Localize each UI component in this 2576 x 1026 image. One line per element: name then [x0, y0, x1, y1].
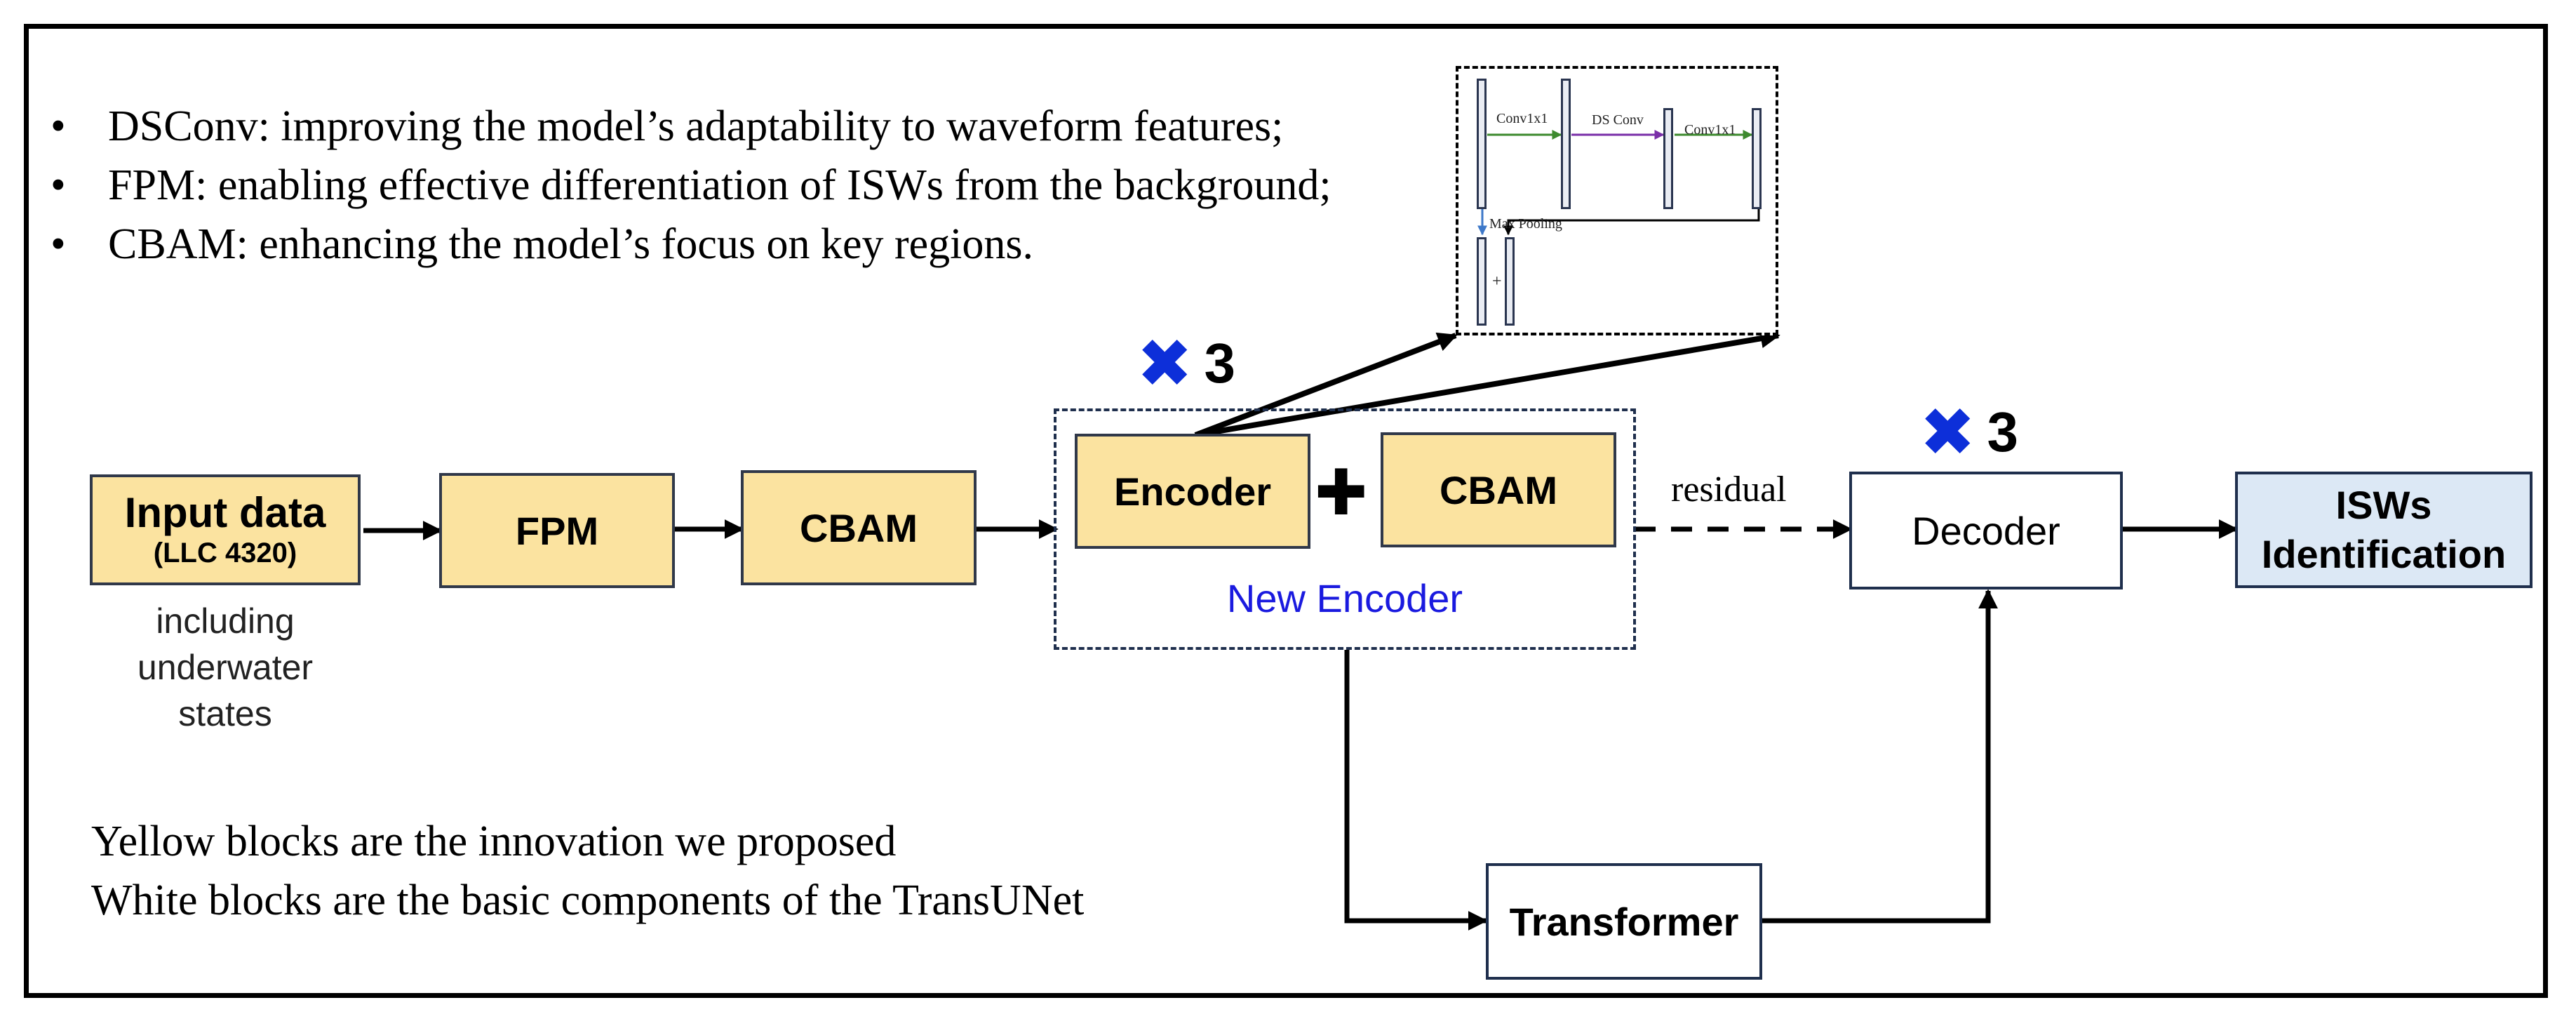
inset-feature-map-1	[1477, 79, 1487, 209]
bullet-cbam: CBAM: enhancing the model’s focus on key…	[51, 215, 1331, 274]
input-caption-line-3: states	[178, 694, 272, 733]
transformer-label: Transformer	[1509, 899, 1739, 944]
arrow-transformer-to-decoder	[1762, 589, 1998, 924]
input-data-block: Input data (LLC 4320)	[90, 474, 361, 585]
inset-conv2-label: Conv1x1	[1684, 122, 1736, 138]
plus-icon: ✚	[1315, 456, 1368, 530]
multiply-icon: ✖	[1136, 324, 1193, 403]
cbam-encoder-label: CBAM	[1440, 467, 1557, 512]
inset-plus-label: +	[1492, 272, 1502, 291]
output-label-line-2: Identification	[2261, 532, 2507, 576]
white-blocks-note: White blocks are the basic components of…	[91, 877, 1085, 924]
cbam-block: CBAM	[741, 470, 977, 585]
output-label-line-1: ISWs	[2335, 483, 2432, 527]
zoom-line-left	[1194, 332, 1458, 438]
arrow-encoder-to-transformer	[1344, 650, 1488, 931]
new-encoder-group	[1054, 408, 1636, 650]
inset-maxpool-label: Max Pooling	[1489, 216, 1562, 232]
new-encoder-label: New Encoder	[1226, 576, 1463, 620]
inset-arrows	[1477, 130, 1760, 236]
fpm-block: FPM	[439, 473, 675, 588]
input-data-subtitle: (LLC 4320)	[153, 538, 297, 568]
inset-feature-map-3	[1663, 108, 1673, 209]
bullet-dsconv: DSConv: improving the model’s adaptabili…	[51, 97, 1331, 156]
multiply-icon: ✖	[1919, 393, 1976, 472]
diagram-frame	[24, 24, 2548, 998]
decoder-block: Decoder	[1849, 472, 2123, 589]
transformer-block: Transformer	[1486, 863, 1762, 980]
yellow-blocks-note: Yellow blocks are the innovation we prop…	[91, 818, 897, 865]
inset-feature-map-4	[1752, 108, 1762, 209]
encoder-label: Encoder	[1113, 469, 1272, 514]
cbam-label: CBAM	[800, 505, 918, 550]
inset-feature-map-2	[1561, 79, 1571, 209]
inset-feature-map-5	[1477, 237, 1487, 326]
input-data-title: Input data	[124, 489, 326, 536]
input-caption-line-1: including	[156, 601, 295, 641]
decoder-repeat-count: 3	[1987, 401, 2018, 463]
inset-conv1-label: Conv1x1	[1496, 111, 1548, 126]
zoom-line-right	[1195, 328, 1780, 438]
encoder-block: Encoder	[1075, 434, 1310, 549]
inset-arrow-skip	[1503, 206, 1760, 236]
encoder-repeat-count: 3	[1204, 332, 1235, 394]
inset-dsconv-label: DS Conv	[1592, 112, 1644, 128]
fpm-label: FPM	[515, 508, 599, 553]
input-caption-line-2: underwater	[137, 648, 314, 687]
feature-bullet-list: DSConv: improving the model’s adaptabili…	[51, 97, 1331, 274]
input-caption: including underwater states	[90, 598, 361, 737]
encoder-repeat-badge: ✖ 3	[1136, 330, 1235, 397]
residual-label: residual	[1671, 469, 1787, 509]
decoder-repeat-badge: ✖ 3	[1919, 399, 2018, 466]
inset-feature-map-6	[1505, 237, 1515, 326]
bullet-fpm: FPM: enabling effective differentiation …	[51, 156, 1331, 215]
cbam-block-encoder: CBAM	[1381, 432, 1616, 547]
decoder-label: Decoder	[1912, 508, 2060, 553]
dsconv-inset: Conv1x1 DS Conv Conv1x1 Max Pooling +	[1456, 66, 1778, 335]
isws-identification-block: ISWs Identification	[2235, 472, 2533, 588]
